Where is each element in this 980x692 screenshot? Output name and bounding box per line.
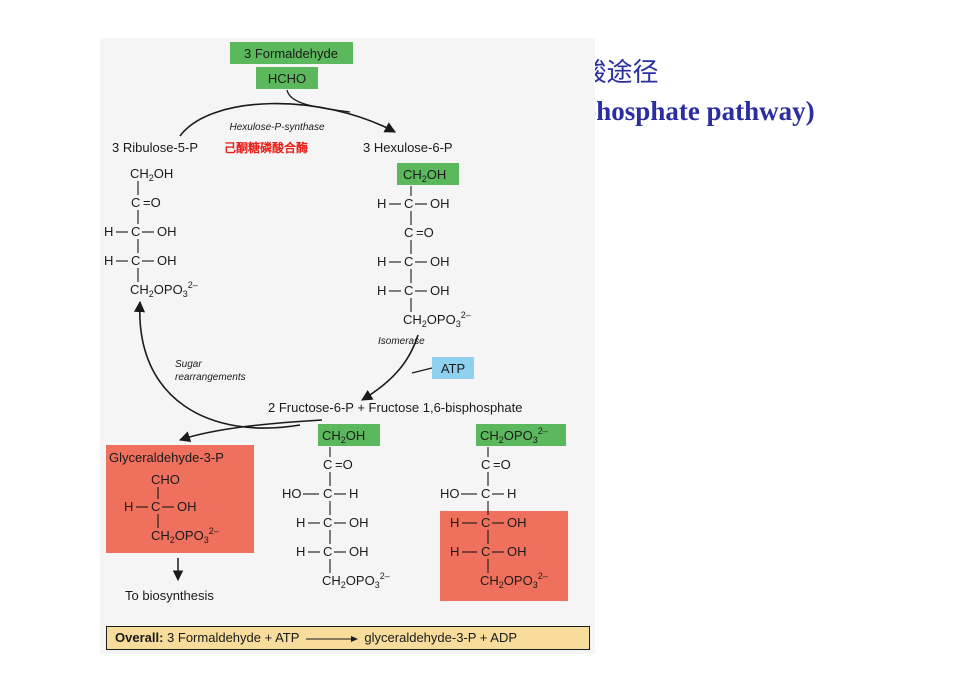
biosynthesis-label: To biosynthesis: [125, 588, 214, 603]
svg-text:C: C: [131, 253, 140, 268]
ribulose-label: 3 Ribulose-5-P: [112, 140, 198, 155]
overall-label: Overall:: [115, 630, 164, 645]
svg-text:C: C: [481, 515, 490, 530]
svg-text:H: H: [104, 224, 113, 239]
fbp-structure: CH2OPO32– C=O HO C H H C OH H C OH CH2OP…: [440, 426, 548, 590]
fbp-ch2opo3-box: [476, 424, 566, 446]
svg-text:CH2OPO32–: CH2OPO32–: [151, 526, 219, 545]
svg-text:H: H: [296, 515, 305, 530]
svg-text:=O: =O: [335, 457, 353, 472]
hexulose-label: 3 Hexulose-6-P: [363, 140, 453, 155]
glyceraldehyde-box: [106, 445, 254, 553]
svg-text:H: H: [377, 254, 386, 269]
hexulose-structure: CH2OH H C OH C=O H C OH H C OH CH2OPO32–: [377, 167, 471, 329]
svg-text:OH: OH: [177, 499, 197, 514]
rearrangement-arrow: [133, 300, 301, 429]
svg-text:=O: =O: [416, 225, 434, 240]
sugar-label-2: rearrangements: [175, 372, 246, 383]
svg-text:C: C: [131, 224, 140, 239]
isomerase-label: Isomerase: [378, 336, 425, 347]
svg-text:CH2OPO32–: CH2OPO32–: [480, 426, 548, 445]
svg-text:H: H: [377, 283, 386, 298]
ribulose-structure: CH2OH C=O H C OH H C OH CH2OPO32–: [104, 166, 198, 299]
svg-text:OH: OH: [507, 515, 527, 530]
fructose-label: 2 Fructose-6-P + Fructose 1,6-bisphospha…: [268, 400, 522, 415]
svg-text:CH2OH: CH2OH: [130, 166, 173, 183]
fructose6p-ch2oh-box: [318, 424, 380, 446]
svg-text:H: H: [377, 196, 386, 211]
hcho-label: HCHO: [268, 71, 306, 86]
svg-text:OH: OH: [157, 253, 177, 268]
svg-text:OH: OH: [157, 224, 177, 239]
svg-text:H: H: [104, 253, 113, 268]
atp-join-line: [411, 367, 433, 374]
synthase-arrow: [179, 102, 396, 137]
isomerase-arrow: [361, 334, 419, 401]
svg-text:H: H: [507, 486, 516, 501]
svg-text:=O: =O: [143, 195, 161, 210]
svg-text:CH2OPO32–: CH2OPO32–: [130, 280, 198, 299]
svg-text:C: C: [323, 515, 332, 530]
svg-text:OH: OH: [430, 254, 450, 269]
glyceraldehyde-label: Glyceraldehyde-3-P: [109, 450, 224, 465]
svg-text:=O: =O: [493, 457, 511, 472]
svg-text:C: C: [404, 196, 413, 211]
glyceraldehyde-structure: CHO H C OH CH2OPO32–: [124, 472, 219, 545]
svg-text:C: C: [481, 486, 490, 501]
overall-arrow-icon: [305, 635, 358, 642]
svg-text:H: H: [450, 544, 459, 559]
svg-text:H: H: [450, 515, 459, 530]
svg-text:C: C: [481, 544, 490, 559]
svg-text:CH2OPO32–: CH2OPO32–: [403, 310, 471, 329]
fbp-lower-box: [440, 511, 568, 601]
svg-text:OH: OH: [430, 196, 450, 211]
svg-text:H: H: [296, 544, 305, 559]
svg-text:C: C: [481, 457, 490, 472]
svg-text:C: C: [323, 457, 332, 472]
svg-text:C: C: [131, 195, 140, 210]
svg-text:CHO: CHO: [151, 472, 180, 487]
atp-box: [432, 357, 474, 379]
svg-text:C: C: [323, 544, 332, 559]
svg-text:CH2OH: CH2OH: [403, 167, 446, 184]
svg-text:HO: HO: [282, 486, 302, 501]
svg-text:OH: OH: [507, 544, 527, 559]
svg-text:OH: OH: [349, 544, 369, 559]
svg-text:OH: OH: [349, 515, 369, 530]
svg-text:C: C: [323, 486, 332, 501]
svg-text:C: C: [151, 499, 160, 514]
svg-text:CH2OH: CH2OH: [322, 428, 365, 445]
synthase-label-cn: 己酮糖磷酸合酶: [224, 140, 308, 155]
formaldehyde-label: 3 Formaldehyde: [244, 46, 338, 61]
overall-equation: Overall: 3 Formaldehyde + ATP glyceralde…: [106, 626, 590, 650]
overall-lhs: 3 Formaldehyde + ATP: [167, 630, 300, 645]
svg-text:H: H: [349, 486, 358, 501]
svg-text:C: C: [404, 225, 413, 240]
cleavage-arrow: [178, 419, 323, 443]
formaldehyde-box: [230, 42, 353, 64]
synthase-label: Hexulose-P-synthase: [229, 122, 324, 133]
hcho-box: [256, 67, 318, 89]
overall-rhs: glyceraldehyde-3-P + ADP: [364, 630, 518, 645]
hexulose-ch2oh-box: [397, 163, 459, 185]
svg-text:CH2OPO32–: CH2OPO32–: [480, 571, 548, 590]
fructose6p-structure: CH2OH C=O HO C H H C OH H C OH CH2OPO32–: [282, 428, 390, 590]
svg-text:OH: OH: [430, 283, 450, 298]
atp-label: ATP: [441, 361, 465, 376]
svg-text:HO: HO: [440, 486, 460, 501]
sugar-label-1: Sugar: [175, 359, 202, 370]
svg-text:C: C: [404, 283, 413, 298]
svg-text:C: C: [404, 254, 413, 269]
svg-text:CH2OPO32–: CH2OPO32–: [322, 571, 390, 590]
svg-text:H: H: [124, 499, 133, 514]
